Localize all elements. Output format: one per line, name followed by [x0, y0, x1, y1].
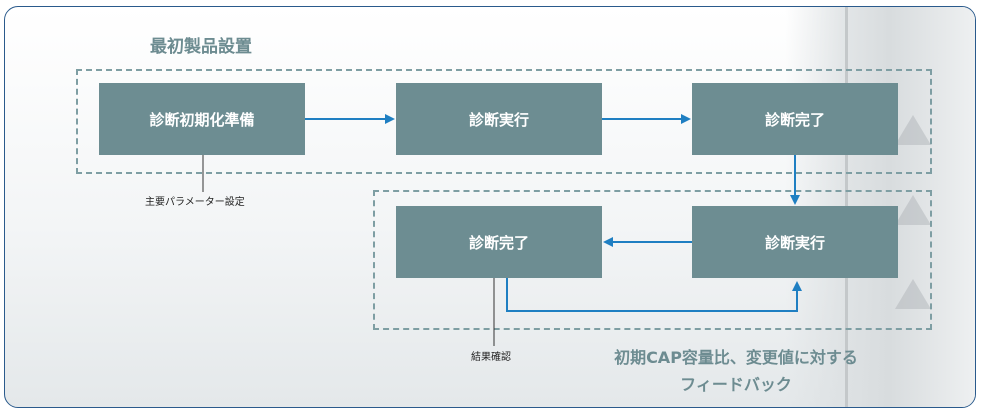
top-group-border: [76, 69, 932, 174]
step-run-top-label: 診断実行: [468, 110, 529, 129]
step-run-top: 診断実行: [396, 83, 602, 155]
step-complete-top-label: 診断完了: [764, 110, 825, 129]
warning-triangle-icon: [895, 195, 931, 225]
note-params: 主要パラメーター設定: [145, 197, 245, 208]
warning-triangle-icon: [895, 115, 931, 145]
group-title: 最初製品設置: [150, 37, 252, 57]
step-complete-bottom-label: 診断完了: [468, 233, 529, 252]
step-complete-top: 診断完了: [692, 83, 898, 155]
arrow-feedback-loop: [506, 278, 802, 312]
step-run-bottom: 診断実行: [692, 206, 898, 278]
feedback-caption: 初期CAP容量比、変更値に対する フィードバック: [586, 344, 886, 398]
note-result: 結果確認: [471, 352, 511, 363]
warning-triangle-icon: [895, 279, 931, 309]
feedback-group-border: [373, 190, 932, 330]
step-run-bottom-label: 診断実行: [764, 233, 825, 252]
feedback-caption-line2: フィードバック: [680, 375, 792, 394]
feedback-caption-line1: 初期CAP容量比、変更値に対する: [614, 348, 858, 367]
step-init-prep: 診断初期化準備: [99, 83, 305, 155]
step-init-prep-label: 診断初期化準備: [149, 110, 255, 129]
step-complete-bottom: 診断完了: [396, 206, 602, 278]
